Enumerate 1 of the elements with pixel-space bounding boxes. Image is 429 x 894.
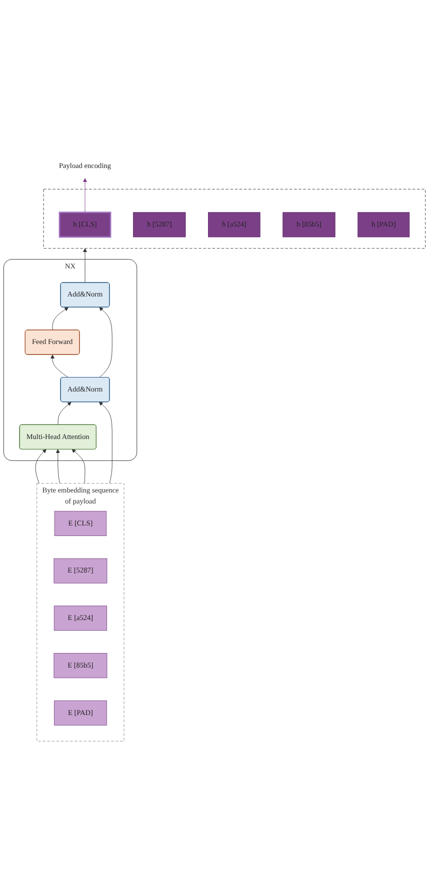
cluster [43, 188, 426, 248]
